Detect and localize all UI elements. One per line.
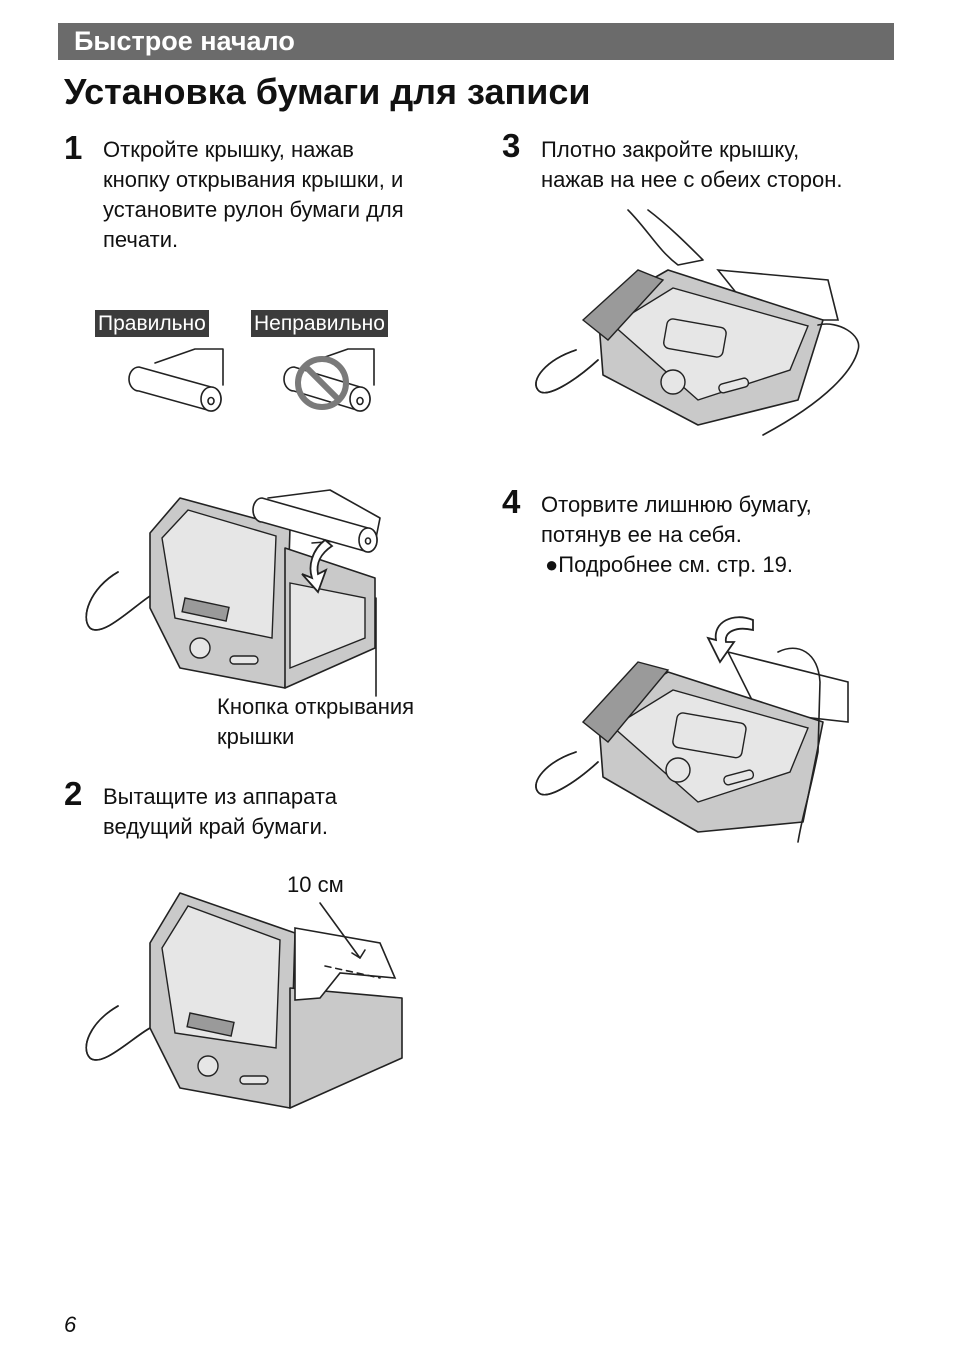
step-1-line: кнопку открывания крышки, и bbox=[103, 167, 404, 192]
page-number: 6 bbox=[64, 1312, 77, 1337]
callout-line: крышки bbox=[217, 724, 295, 749]
correct-label: Правильно bbox=[95, 310, 209, 337]
section-header: Быстрое начало bbox=[58, 23, 894, 60]
step-4-text: Оторвите лишнюю бумагу, потянув ее на се… bbox=[541, 490, 812, 550]
step-2-line: Вытащите из аппарата bbox=[103, 784, 337, 809]
step-1-text: Откройте крышку, нажав кнопку открывания… bbox=[103, 135, 404, 255]
prohibited-icon bbox=[295, 356, 349, 410]
step-1-line: печати. bbox=[103, 227, 179, 252]
fax-closing-cover-illustration bbox=[535, 209, 860, 436]
step-3-line: нажав на нее с обеих сторон. bbox=[541, 167, 843, 192]
fax-tear-paper-illustration bbox=[535, 616, 849, 843]
step-1-number: 1 bbox=[64, 129, 83, 166]
incorrect-label: Неправильно bbox=[251, 310, 388, 337]
paper-roll-correct-icon bbox=[128, 348, 224, 412]
step-2-text: Вытащите из аппарата ведущий край бумаги… bbox=[103, 782, 337, 842]
curved-arrow-icon bbox=[706, 616, 754, 664]
distance-label: 10 см bbox=[287, 872, 344, 897]
step-1-line: установите рулон бумаги для bbox=[103, 197, 404, 222]
page-title: Установка бумаги для записи bbox=[64, 71, 591, 112]
step-4-line: потянув ее на себя. bbox=[541, 522, 742, 547]
curved-arrow-icon bbox=[301, 538, 334, 594]
paper-roll-incorrect-icon bbox=[283, 348, 375, 412]
step-4-number: 4 bbox=[502, 483, 521, 520]
step-3-number: 3 bbox=[502, 127, 521, 164]
cover-button-callout: Кнопка открывания крышки bbox=[217, 692, 414, 752]
step-3-text: Плотно закройте крышку, нажав на нее с о… bbox=[541, 135, 843, 195]
step-4-bullet: ●Подробнее см. стр. 19. bbox=[545, 552, 793, 577]
step-3-line: Плотно закройте крышку, bbox=[541, 137, 800, 162]
step-4-line: Оторвите лишнюю бумагу, bbox=[541, 492, 812, 517]
step-1-line: Откройте крышку, нажав bbox=[103, 137, 354, 162]
fax-paper-pulled-illustration bbox=[85, 892, 403, 1109]
fax-open-roll-illustration bbox=[85, 489, 381, 697]
callout-line: Кнопка открывания bbox=[217, 694, 415, 719]
step-2-line: ведущий край бумаги. bbox=[103, 814, 328, 839]
step-2-number: 2 bbox=[64, 775, 83, 812]
